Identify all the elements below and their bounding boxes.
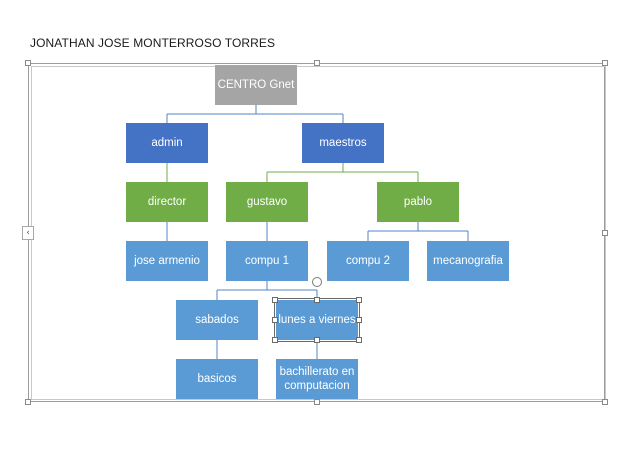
- node-bachillerato[interactable]: bachillerato en computacion: [276, 359, 358, 399]
- node-centro-gnet[interactable]: CENTRO Gnet: [215, 65, 297, 105]
- node-mecanografia[interactable]: mecanografia: [427, 241, 509, 281]
- frame-handle-bottom-center[interactable]: [314, 399, 320, 405]
- node-director[interactable]: director: [126, 182, 208, 222]
- node-compu-2[interactable]: compu 2: [327, 241, 409, 281]
- selection-handle-bottom-center[interactable]: [314, 337, 320, 343]
- frame-handle-top-center[interactable]: [314, 60, 320, 66]
- node-basicos[interactable]: basicos: [176, 359, 258, 399]
- selection-handle-top-right[interactable]: [356, 297, 362, 303]
- node-jose-armenio[interactable]: jose armenio: [126, 241, 208, 281]
- selection-handle-middle-right[interactable]: [356, 317, 362, 323]
- node-gustavo[interactable]: gustavo: [226, 182, 308, 222]
- frame-handle-middle-right[interactable]: [602, 230, 608, 236]
- text-pane-toggle-icon[interactable]: ‹: [22, 226, 34, 240]
- selection-handle-top-center[interactable]: [314, 297, 320, 303]
- frame-handle-bottom-left[interactable]: [25, 399, 31, 405]
- document-heading: JONATHAN JOSE MONTERROSO TORRES: [30, 36, 276, 50]
- selection-handle-middle-left[interactable]: [272, 317, 278, 323]
- frame-handle-top-left[interactable]: [25, 60, 31, 66]
- node-sabados[interactable]: sabados: [176, 300, 258, 340]
- frame-handle-top-right[interactable]: [602, 60, 608, 66]
- rotate-handle-icon[interactable]: [312, 277, 322, 287]
- node-lunes-a-viernes[interactable]: lunes a viernes: [274, 298, 360, 342]
- selection-handle-top-left[interactable]: [272, 297, 278, 303]
- node-pablo[interactable]: pablo: [377, 182, 459, 222]
- node-compu-1[interactable]: compu 1: [226, 241, 308, 281]
- frame-handle-bottom-right[interactable]: [602, 399, 608, 405]
- selection-handle-bottom-left[interactable]: [272, 337, 278, 343]
- selection-handle-bottom-right[interactable]: [356, 337, 362, 343]
- node-maestros[interactable]: maestros: [302, 123, 384, 163]
- node-admin[interactable]: admin: [126, 123, 208, 163]
